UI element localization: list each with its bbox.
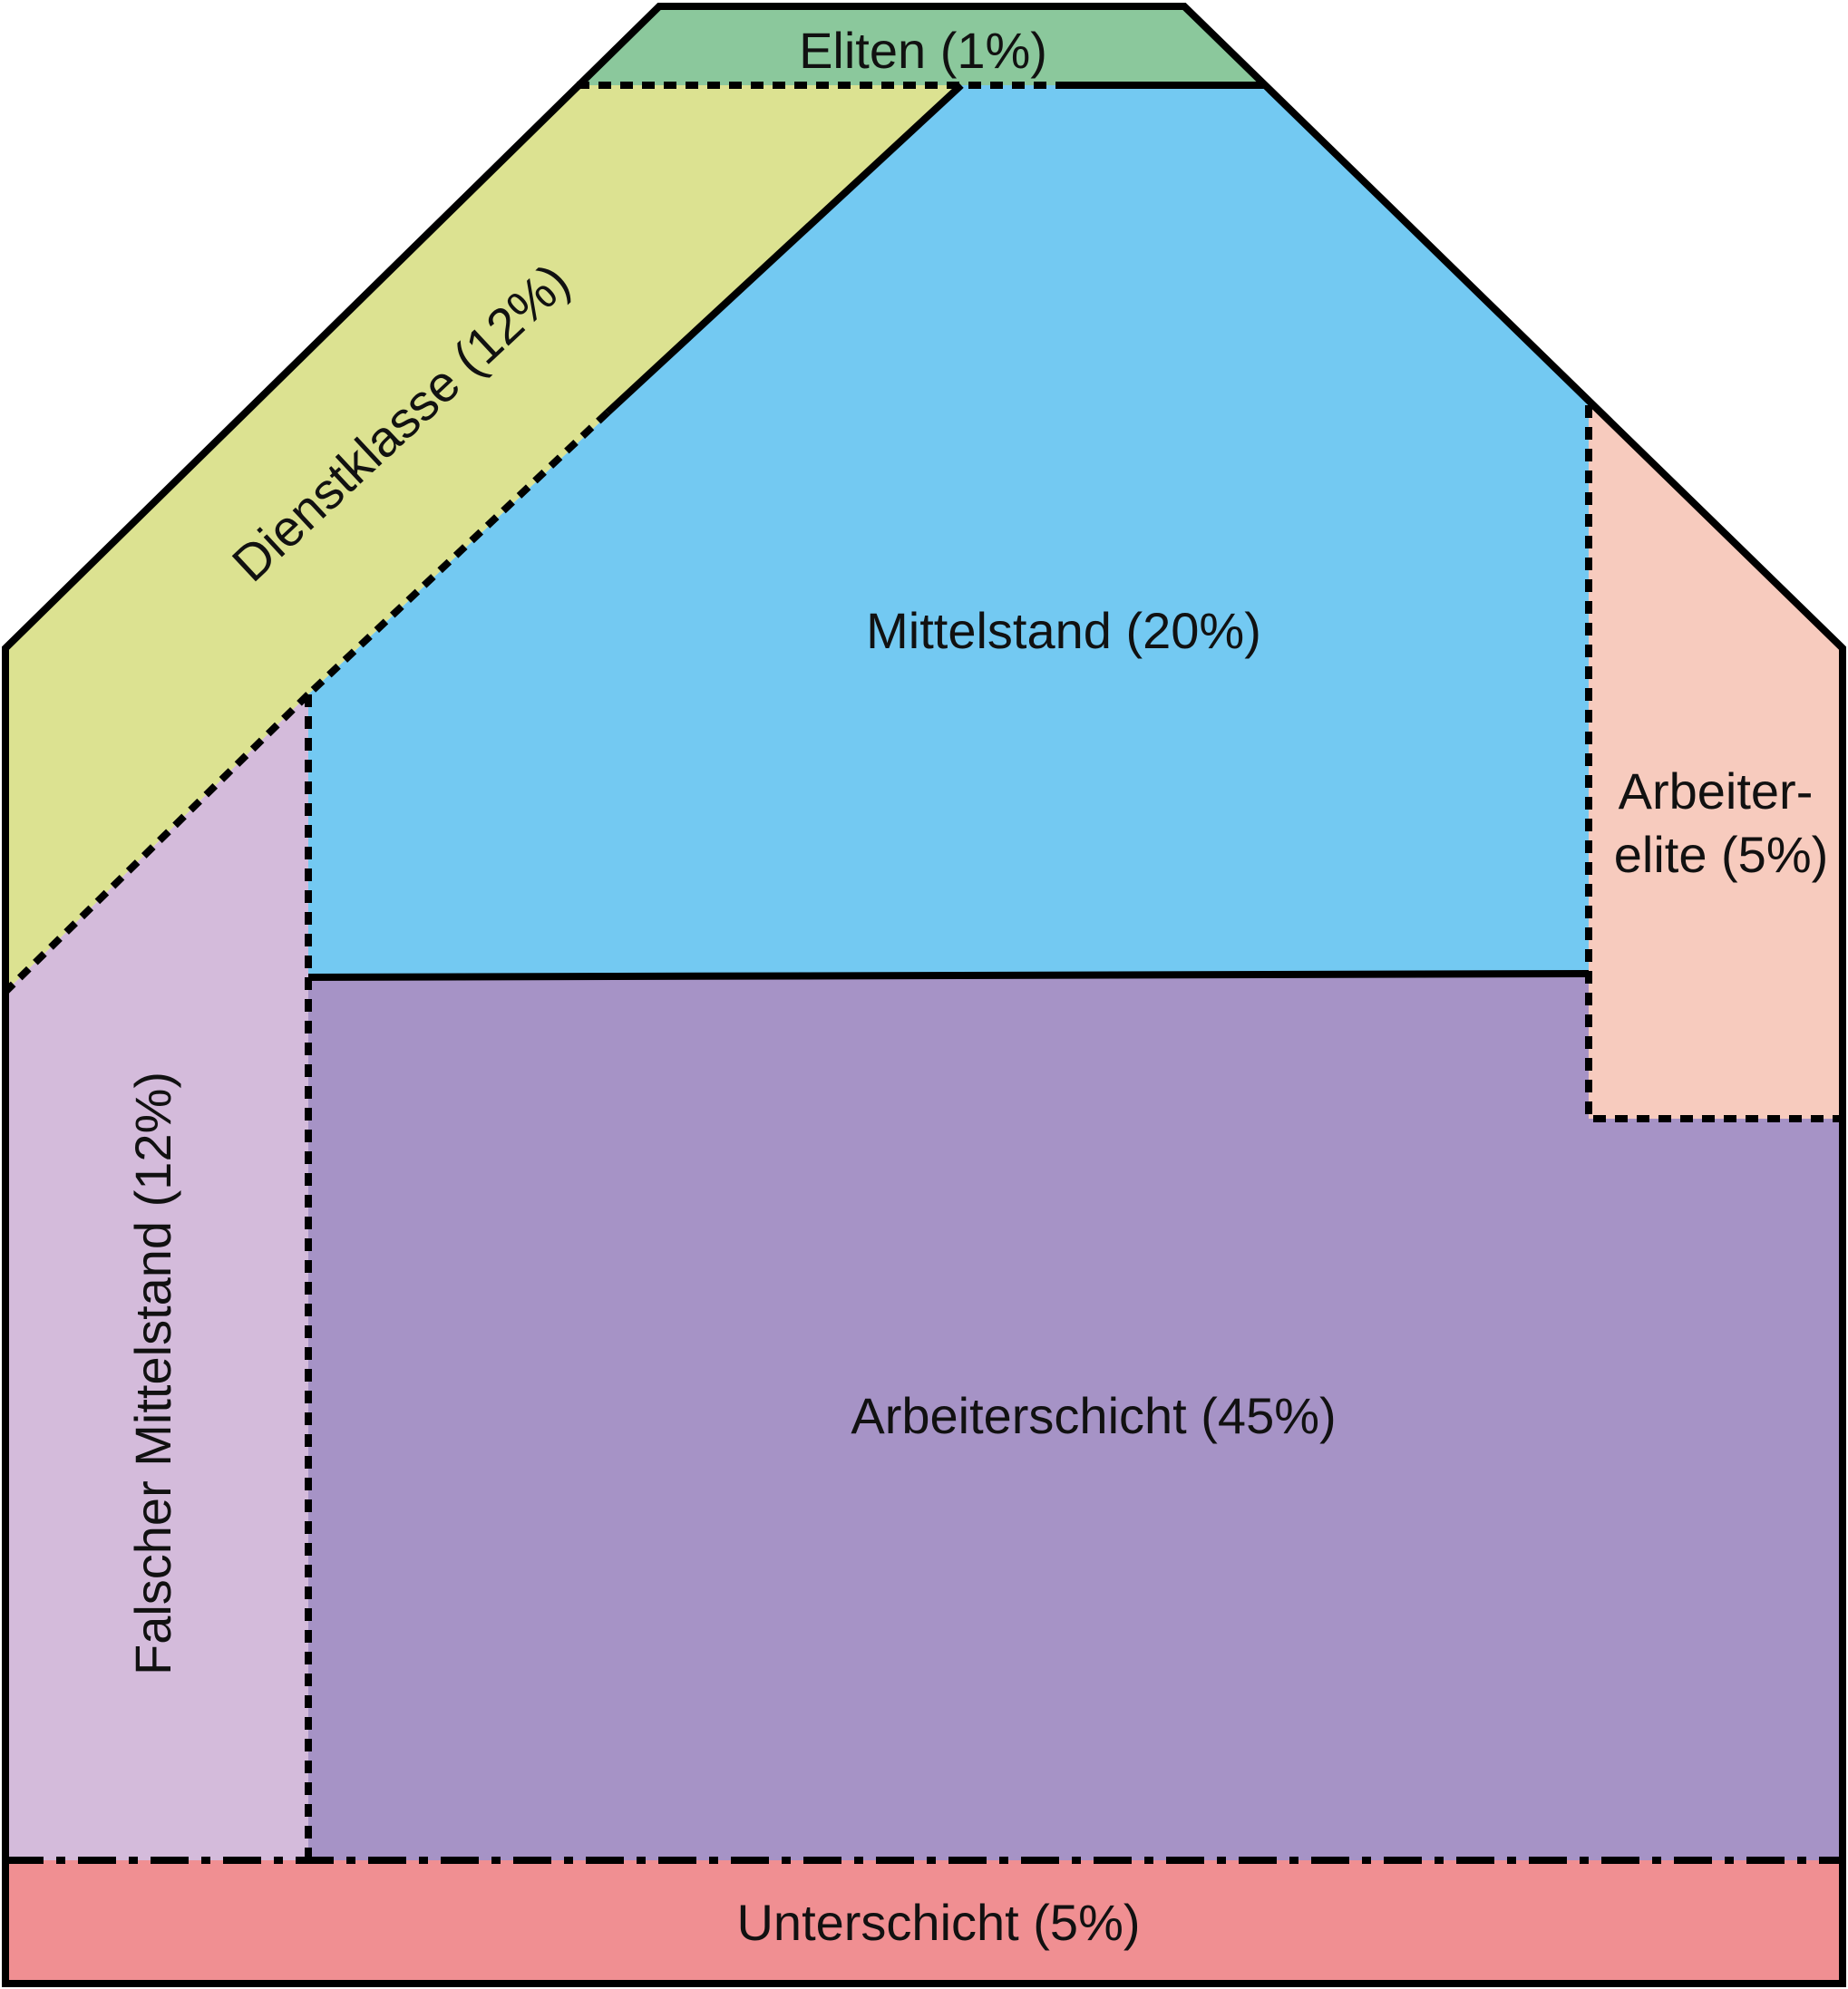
region-dienstklasse (5, 85, 961, 992)
label-arbeiterschicht: Arbeiterschicht (45%) (851, 1387, 1336, 1444)
region-unterschicht (5, 1860, 1843, 1984)
label-falscher-mittelstand: Falscher Mittelstand (12%) (124, 1072, 181, 1675)
divider-dienstklasse-mittelstand-dotted (306, 410, 610, 697)
divider-mittelstand-arbeiterschicht-solid (307, 970, 1590, 981)
region-mittelstand (308, 85, 1589, 977)
divider-dienstklasse-mittelstand-solid (605, 82, 964, 415)
region-falscher-mittelstand (5, 694, 308, 1860)
label-unterschicht: Unterschicht (5%) (736, 1894, 1140, 1951)
label-mittelstand: Mittelstand (20%) (866, 602, 1261, 659)
divider-arbeiterelite-dotted (1585, 405, 1843, 1122)
divider-dienstklasse-falscher-dotted (3, 692, 311, 994)
label-eliten: Eliten (1%) (799, 22, 1047, 79)
region-arbeiterelite (1589, 405, 1843, 1119)
region-eliten (577, 6, 1267, 85)
region-arbeiterschicht (308, 974, 1843, 1860)
label-arbeiterelite-line2: elite (5%) (1614, 826, 1829, 883)
house-outline (2, 3, 1846, 1987)
label-arbeiterelite-line1: Arbeiter- (1619, 762, 1814, 820)
